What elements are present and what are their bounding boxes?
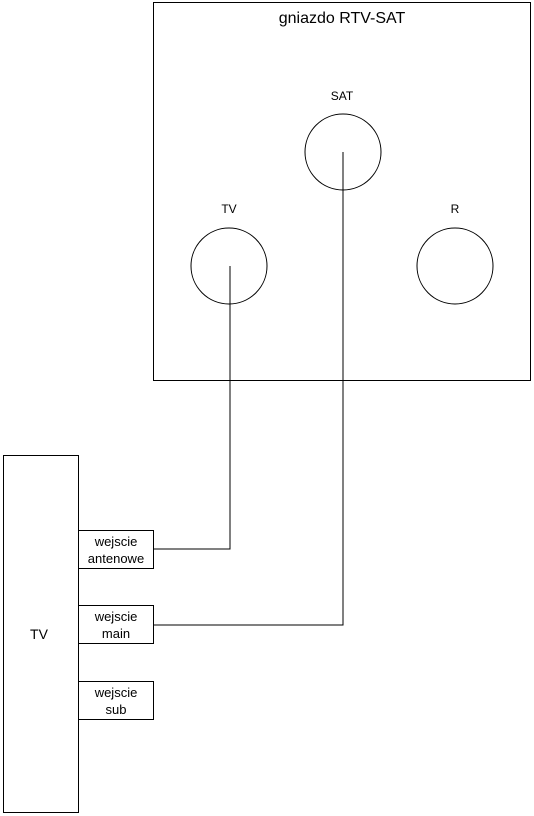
port-label-tv: TV (221, 202, 237, 216)
input-sub-line1: wejscie (94, 684, 138, 700)
tv-set-label: TV (30, 626, 48, 642)
input-sub-box: wejscie sub (78, 681, 154, 720)
socket-title: gniazdo RTV-SAT (278, 10, 406, 27)
input-antenna-box: wejscie antenowe (78, 530, 154, 569)
tv-set-box (3, 455, 79, 813)
input-main-line2: main (101, 625, 131, 641)
input-antenna-line1: wejscie (94, 533, 138, 549)
input-main-line1: wejscie (94, 608, 138, 624)
port-label-r: R (450, 202, 460, 216)
input-sub-line2: sub (105, 701, 127, 717)
input-antenna-line2: antenowe (87, 550, 145, 566)
port-label-sat: SAT (330, 89, 354, 103)
input-main-box: wejscie main (78, 605, 154, 644)
rtv-sat-socket-box (153, 2, 531, 381)
